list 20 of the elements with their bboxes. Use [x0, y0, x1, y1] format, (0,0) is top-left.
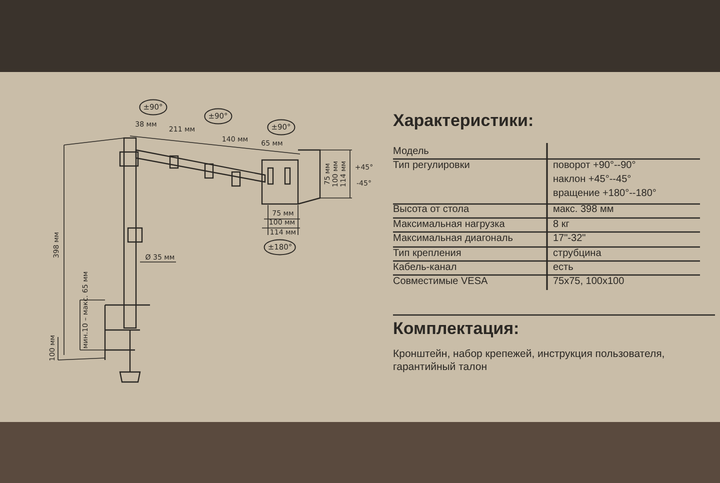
table-cell: струбцина — [553, 249, 602, 259]
package-contents-text: Кронштейн, набор крепежей, инструкция пользователя, гарантийный талон — [393, 348, 666, 374]
table-cell: Тип крепления — [393, 249, 462, 259]
table-cell: Тип регулировки — [393, 161, 470, 171]
table-cell: Максимальная диагональ — [393, 234, 513, 244]
table-cell: наклон +45°--45° — [553, 175, 632, 185]
section-heading: Комплектация: — [393, 320, 520, 337]
table-cell: вращение +180°--180° — [553, 189, 656, 199]
table-cell: есть — [553, 263, 574, 273]
table-cell: Модель — [393, 147, 429, 157]
table-cell: Кабель-канал — [393, 263, 457, 273]
table-cell: 8 кг — [553, 220, 570, 230]
section-heading: Характеристики: — [393, 112, 534, 129]
table-cell: макс. 398 мм — [553, 205, 614, 215]
table-cell: поворот +90°--90° — [553, 161, 636, 171]
table-cell: Максимальная нагрузка — [393, 220, 505, 230]
table-cell: Высота от стола — [393, 205, 470, 215]
table-cell: 75x75, 100x100 — [553, 277, 624, 287]
table-cell: 17"-32" — [553, 234, 586, 244]
table-cell: Совместимые VESA — [393, 277, 488, 287]
